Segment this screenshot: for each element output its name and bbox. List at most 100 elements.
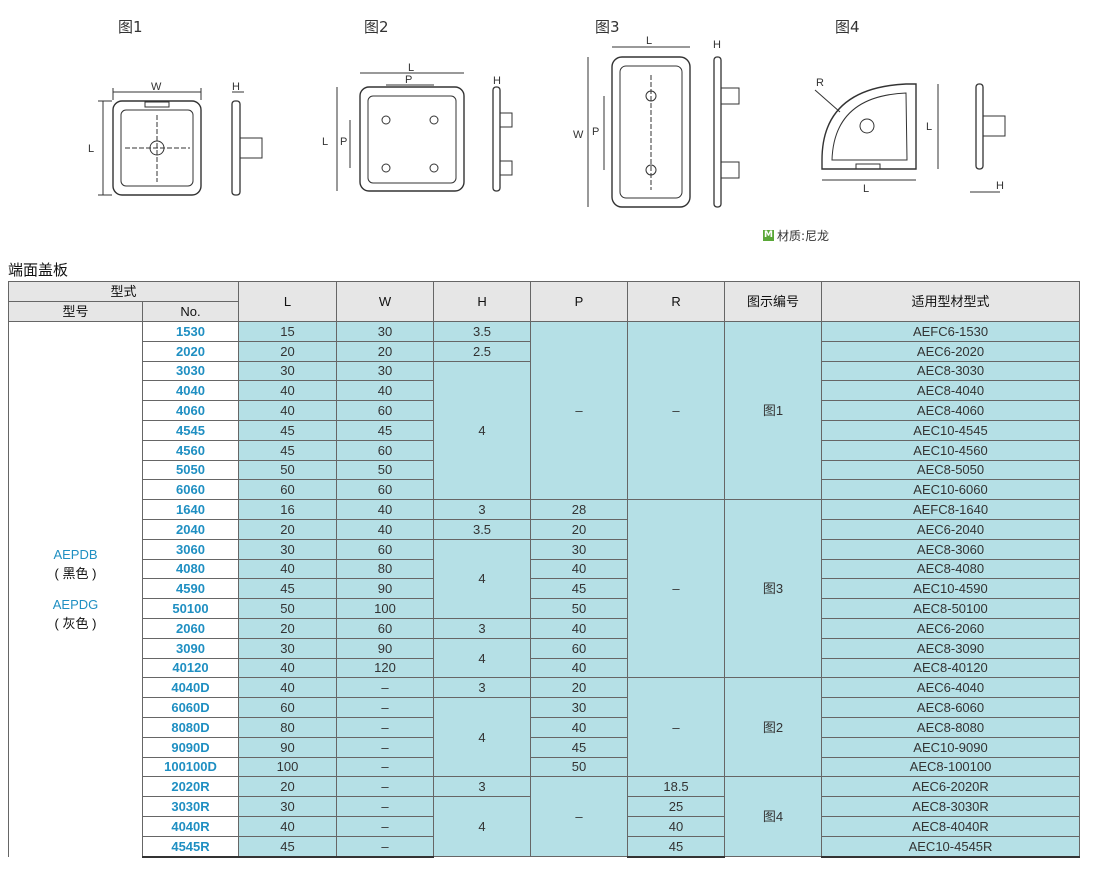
table-row: 4545 45 45 AEC10-4545	[9, 419, 1081, 441]
cell-R: 40	[627, 815, 726, 837]
cell-L: 50	[238, 459, 338, 481]
cell-P: 40	[530, 716, 629, 738]
table-row: 6060 60 60 AEC10-6060	[9, 479, 1081, 501]
cell-W: 60	[336, 538, 435, 560]
cell-H: 3	[433, 677, 532, 699]
dim-l-label: L	[408, 62, 414, 74]
cell-profile: AEC8-40120	[821, 657, 1081, 679]
header-P: P	[530, 281, 629, 322]
cell-L: 20	[238, 617, 338, 639]
cell-W: 50	[336, 459, 435, 481]
figure-1-side-view: H	[231, 81, 263, 196]
table-row: 3030R 30 – 4 25 AEC8-3030R	[9, 796, 1081, 858]
header-fig: 图示编号	[724, 281, 823, 322]
cell-profile: AEC6-2060	[821, 617, 1081, 639]
cell-W: 100	[336, 598, 435, 619]
cell-P: 40	[530, 657, 629, 679]
cell-no: 4040R	[141, 815, 240, 837]
cell-R: –	[627, 499, 726, 679]
table-row: 3030 30 30 4 AEC8-3030	[9, 360, 1081, 501]
cell-R: 25	[627, 796, 726, 817]
figure-4-side-view: H	[970, 83, 1006, 193]
cell-no: 9090D	[141, 736, 240, 758]
cell-W: 120	[336, 657, 435, 679]
cell-W: –	[336, 697, 435, 718]
table-row: 4040 40 40 AEC8-4040	[9, 380, 1081, 402]
table-row: 4080 40 80 40 AEC8-4080	[9, 558, 1081, 580]
cell-profile: AEC8-4080	[821, 558, 1081, 580]
table-row: 6060D 60 – 4 30 AEC8-6060	[9, 697, 1081, 778]
spec-table: 型式 L W H P R 图示编号 适用型材型式 型号 No. AEPDB ( …	[7, 281, 1081, 858]
cell-profile: AEC8-50100	[821, 598, 1081, 619]
cell-no: 1530	[141, 321, 240, 342]
cell-W: 60	[336, 617, 435, 639]
cell-no: 2060	[141, 617, 240, 639]
header-H: H	[433, 281, 532, 322]
cell-profile: AEC8-4040R	[821, 815, 1081, 837]
cell-W: –	[336, 776, 435, 798]
dim-l-side-label: L	[322, 136, 328, 148]
cell-W: –	[336, 756, 435, 778]
cell-profile: AEC8-100100	[821, 756, 1081, 778]
technical-drawings: W L H L P L P H L W P	[88, 35, 1006, 208]
cell-fig: 图3	[724, 499, 823, 679]
dim-h-label: H	[232, 81, 240, 93]
cell-P: 50	[530, 598, 629, 619]
cell-R: 18.5	[627, 776, 726, 798]
cell-L: 20	[238, 340, 338, 362]
table-row: 1640 16 40 3 28 – 图3 AEFC8-1640	[9, 499, 1081, 679]
cell-L: 40	[238, 815, 338, 837]
dim-p-side-label: P	[340, 136, 347, 148]
cell-H: 4	[433, 697, 532, 778]
cell-R: –	[627, 320, 726, 501]
header-L: L	[238, 281, 338, 322]
dim-l-label: L	[646, 35, 652, 47]
dim-h-label: H	[713, 39, 721, 51]
cell-W: 40	[336, 518, 435, 540]
cell-L: 40	[238, 677, 338, 699]
figure-1-front-view: W L	[88, 81, 202, 196]
cell-no: 4040D	[141, 677, 240, 699]
cell-no: 6060	[141, 479, 240, 501]
cell-H: 3	[433, 617, 532, 639]
cell-W: –	[336, 736, 435, 758]
cell-W: 90	[336, 578, 435, 600]
cell-L: 16	[238, 499, 338, 520]
cell-P: 45	[530, 736, 629, 758]
cell-W: 30	[336, 360, 435, 382]
cell-profile: AEC10-6060	[821, 479, 1081, 501]
cell-profile: AEFC8-1640	[821, 499, 1081, 520]
cell-L: 60	[238, 479, 338, 501]
cell-fig: 图1	[724, 320, 823, 501]
cell-W: 40	[336, 499, 435, 520]
cell-no: 2020	[141, 340, 240, 362]
table-row: 8080D 80 – 40 AEC8-8080	[9, 716, 1081, 738]
cell-P: 50	[530, 756, 629, 778]
type-name: AEPDB	[53, 547, 98, 563]
cell-profile: AEC6-4040	[821, 677, 1081, 699]
cell-L: 40	[238, 400, 338, 421]
table-row: AEPDB ( 黑色 ) AEPDG ( 灰色 ) 1530 15 30 3.5…	[8, 320, 1081, 857]
cell-P: –	[530, 776, 629, 858]
header-profile: 适用型材型式	[821, 281, 1081, 322]
cell-profile: AEC8-3060	[821, 538, 1081, 560]
table-row: 2020R 20 – 3 – 18.5 图4 AEC6-2020R	[9, 776, 1081, 858]
header-type: 型号	[8, 301, 143, 322]
cell-W: 20	[336, 340, 435, 362]
cell-L: 45	[238, 578, 338, 600]
cell-L: 15	[238, 321, 338, 342]
cell-W: –	[336, 815, 435, 837]
table-row: 50100 50 100 50 AEC8-50100	[9, 598, 1081, 619]
cell-W: 45	[336, 419, 435, 441]
cell-R: 45	[627, 835, 726, 858]
cell-W: 60	[336, 479, 435, 501]
cell-H: 3.5	[433, 518, 532, 540]
cell-no: 4545	[141, 419, 240, 441]
dim-w-label: W	[573, 129, 584, 141]
cell-W: –	[336, 835, 435, 858]
dim-h-label: H	[493, 75, 501, 87]
figure-2-front-view: L P L P	[322, 62, 465, 192]
cell-profile: AEFC6-1530	[821, 321, 1081, 342]
cell-L: 30	[238, 637, 338, 659]
header-group: 型式	[7, 281, 240, 302]
